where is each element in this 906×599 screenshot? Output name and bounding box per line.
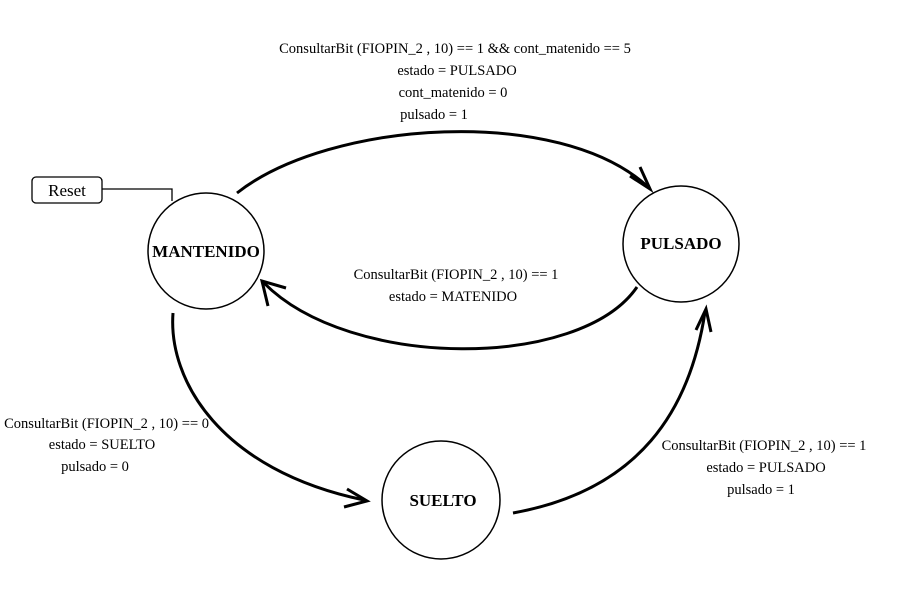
edge-pulsado-to-mantenido-path [262, 281, 639, 351]
transition-label-mantenido-to-pulsado: ConsultarBit (FIOPIN_2 , 10) == 1 && con… [279, 41, 631, 123]
reset-box [31, 176, 103, 204]
state-pulsado: PULSADO [622, 185, 740, 303]
state-mantenido: MANTENIDO [147, 192, 265, 310]
state-pulsado-circle [622, 185, 740, 303]
transition-label-pulsado-to-mantenido: ConsultarBit (FIOPIN_2 , 10) == 1 estado… [354, 267, 559, 305]
transition-action: estado = MATENIDO [389, 289, 517, 305]
transition-action: pulsado = 1 [727, 482, 795, 498]
transition-label-mantenido-to-suelto: ConsultarBit (FIOPIN_2 , 10) == 0 estado… [4, 416, 209, 475]
transition-action: pulsado = 1 [400, 107, 468, 123]
transition-guard: ConsultarBit (FIOPIN_2 , 10) == 1 [354, 267, 559, 283]
edge-suelto-to-pulsado-path [512, 311, 707, 515]
state-suelto-circle [381, 440, 501, 560]
transition-guard: ConsultarBit (FIOPIN_2 , 10) == 1 && con… [279, 41, 631, 57]
arrowhead-icon [629, 166, 654, 194]
transition-action: cont_matenido = 0 [399, 85, 508, 101]
state-mantenido-circle [147, 192, 265, 310]
edge-mantenido-to-suelto-path [171, 312, 365, 502]
transition-action: estado = PULSADO [706, 460, 825, 476]
transition-action: pulsado = 0 [61, 459, 129, 475]
state-suelto-label: SUELTO [409, 491, 476, 510]
edge-mantenido-to-pulsado-path [236, 130, 650, 195]
state-pulsado-label: PULSADO [640, 234, 721, 253]
transition-guard: ConsultarBit (FIOPIN_2 , 10) == 1 [662, 438, 867, 454]
edge-suelto-to-pulsado [512, 304, 713, 515]
reset-connector [102, 188, 173, 201]
reset-label: Reset [48, 181, 86, 200]
transition-guard: ConsultarBit (FIOPIN_2 , 10) == 0 [4, 416, 209, 432]
transition-action: estado = PULSADO [397, 63, 516, 79]
reset-indicator: Reset [31, 176, 173, 204]
edge-pulsado-to-mantenido [259, 278, 639, 351]
transition-label-suelto-to-pulsado: ConsultarBit (FIOPIN_2 , 10) == 1 estado… [662, 438, 867, 498]
arrowhead-icon [694, 304, 713, 333]
edge-mantenido-to-pulsado [236, 130, 654, 195]
state-mantenido-label: MANTENIDO [152, 242, 260, 261]
arrowhead-icon [343, 487, 371, 509]
arrowhead-icon [259, 278, 287, 307]
state-suelto: SUELTO [381, 440, 501, 560]
edge-mantenido-to-suelto [171, 312, 371, 509]
transition-action: estado = SUELTO [49, 437, 155, 453]
